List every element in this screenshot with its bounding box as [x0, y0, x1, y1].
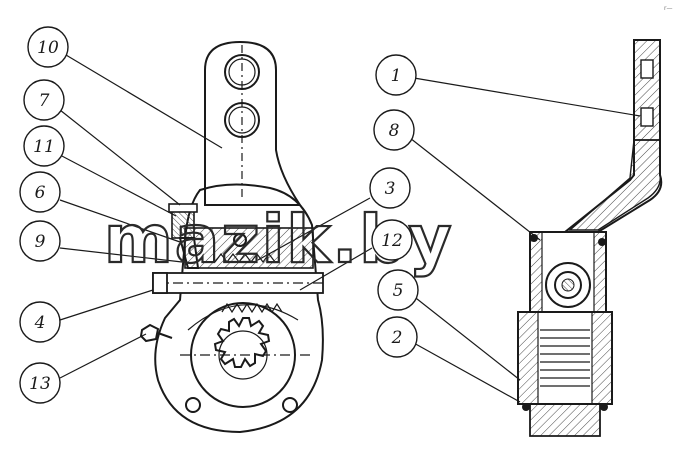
callout-13: 13 [19, 362, 61, 404]
side-arm-slot-1 [640, 59, 654, 79]
callout-5: 5 [377, 269, 419, 311]
callout-7: 7 [23, 79, 65, 121]
callout-label: 6 [35, 183, 46, 203]
rivet-right [282, 397, 298, 413]
front-view [139, 40, 324, 434]
callout-8: 8 [373, 109, 415, 151]
callout-11: 11 [23, 125, 65, 167]
lever-arm [204, 40, 302, 206]
worm-housing-section [184, 227, 314, 269]
housing-body [154, 183, 324, 434]
callout-label: 5 [393, 281, 404, 301]
plug [233, 233, 247, 247]
callout-9: 9 [19, 220, 61, 262]
callout-3: 3 [369, 167, 411, 209]
rivet-left [185, 397, 201, 413]
side-pin-right [598, 238, 606, 246]
callout-12: 12 [371, 219, 413, 261]
callout-label: 9 [35, 232, 46, 252]
callout-label: 3 [385, 179, 396, 199]
callout-10: 10 [27, 26, 69, 68]
side-view [517, 39, 663, 437]
callout-label: 11 [33, 137, 55, 157]
side-lower-flange [529, 403, 601, 437]
callout-label: 2 [391, 328, 403, 348]
callout-label: 7 [39, 91, 50, 111]
callout-1: 1 [375, 54, 417, 96]
hub-splines [213, 317, 271, 368]
callout-2: 2 [376, 316, 418, 358]
callout-label: 12 [381, 231, 403, 251]
corner-mark: r— [664, 5, 672, 12]
leader-lines [59, 54, 641, 403]
side-rivet-bottom-left [522, 403, 530, 411]
grease-fitting [139, 323, 160, 343]
callout-4: 4 [19, 301, 61, 343]
callout-label: 8 [389, 121, 400, 141]
worm-shaft-end [152, 272, 168, 294]
side-arm-slot-2 [640, 107, 654, 127]
side-worm-end-outer [545, 262, 591, 308]
side-rivet-bottom-right [600, 403, 608, 411]
worm-teeth [214, 253, 276, 263]
callout-label: 10 [37, 38, 59, 58]
callout-6: 6 [19, 171, 61, 213]
side-pin-left [530, 234, 538, 242]
side-worm-end-inner [554, 271, 582, 299]
callout-label: 13 [29, 374, 51, 394]
side-hub-splines [540, 329, 590, 387]
callout-label: 4 [34, 313, 46, 333]
callout-label: 1 [391, 66, 402, 86]
